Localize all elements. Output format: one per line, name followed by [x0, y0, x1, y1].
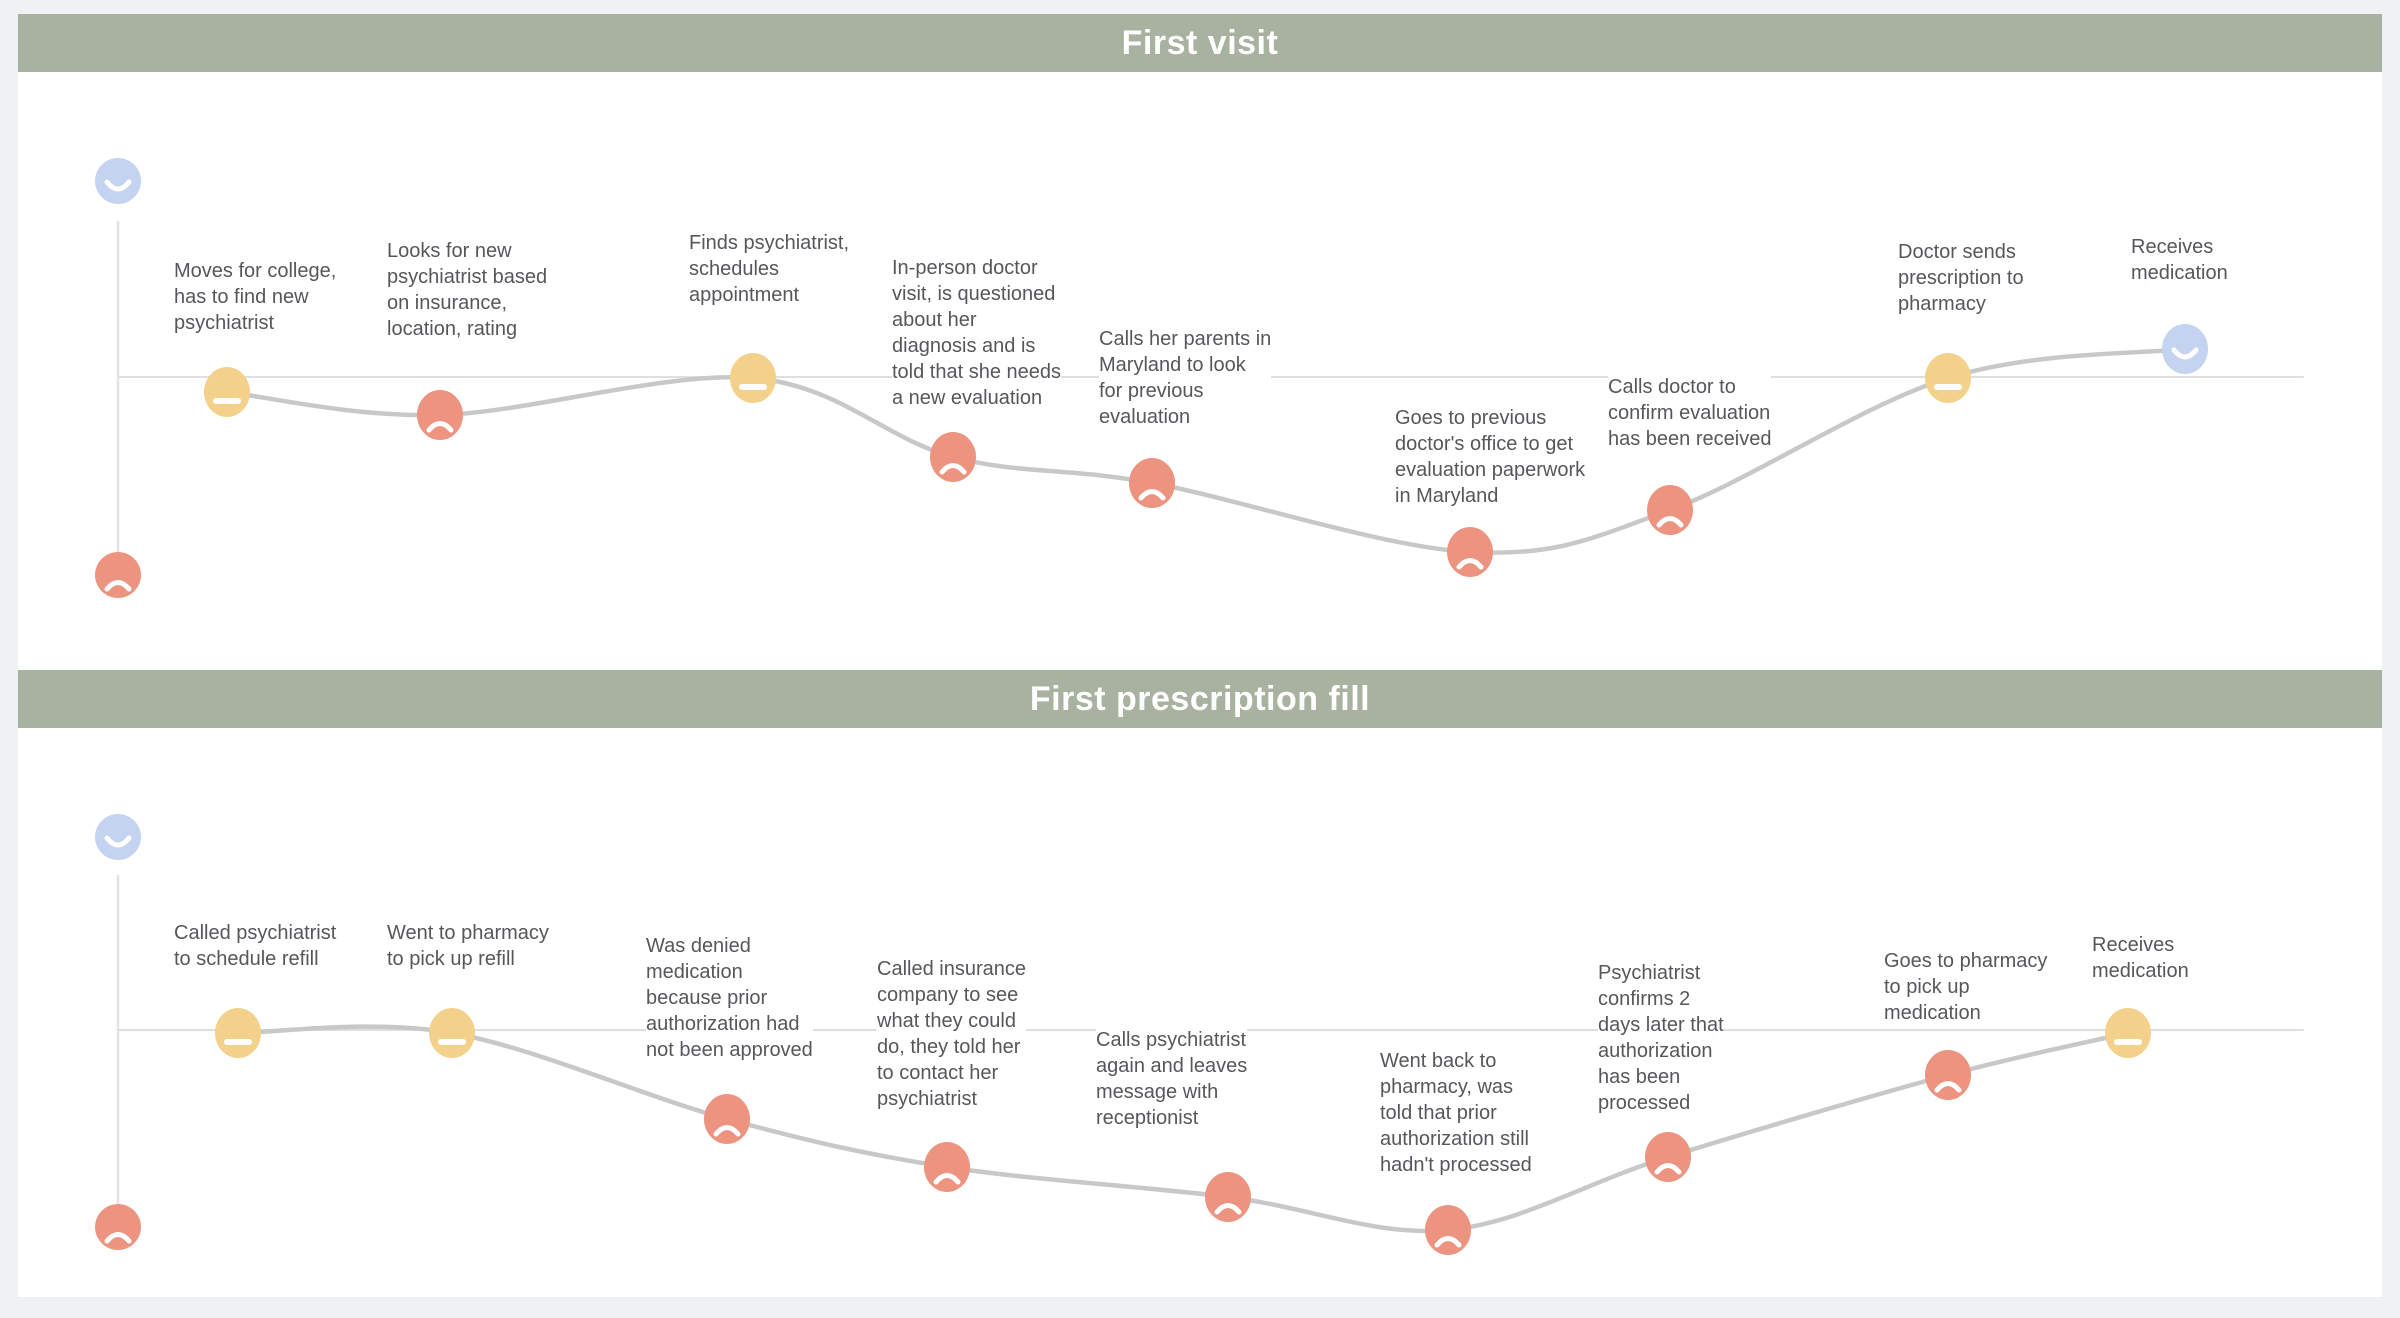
event-label: In-person doctor visit, is questioned ab…: [892, 255, 1062, 411]
point-face-neutral-icon: [215, 1008, 261, 1058]
point-face-sad-icon: [1447, 527, 1493, 577]
point-face-sad-icon: [704, 1094, 750, 1144]
event-label: Was denied medication because prior auth…: [646, 933, 813, 1063]
event-label: Called insurance company to see what the…: [877, 956, 1026, 1112]
event-label: Goes to pharmacy to pick up medication: [1884, 948, 2048, 1026]
event-label: Called psychiatrist to schedule refill: [174, 920, 337, 972]
point-face-sad-icon: [1925, 1050, 1971, 1100]
point-face-happy-icon: [2162, 324, 2208, 374]
section-header-first-prescription-fill: First prescription fill: [18, 670, 2382, 728]
event-label: Calls her parents in Maryland to look fo…: [1099, 326, 1272, 430]
event-label: Finds psychiatrist, schedules appointmen…: [689, 230, 850, 308]
event-label: Went back to pharmacy, was told that pri…: [1380, 1048, 1532, 1178]
event-label: Goes to previous doctor's office to get …: [1395, 405, 1586, 509]
point-face-sad-icon: [1647, 485, 1693, 535]
point-face-neutral-icon: [730, 353, 776, 403]
event-label: Receives medication: [2092, 932, 2189, 984]
point-face-sad-icon: [924, 1142, 970, 1192]
event-label: Looks for new psychiatrist based on insu…: [387, 238, 548, 342]
point-face-sad-icon: [1425, 1205, 1471, 1255]
event-label: Calls psychiatrist again and leaves mess…: [1096, 1027, 1248, 1131]
point-face-sad-icon: [1645, 1132, 1691, 1182]
point-face-neutral-icon: [2105, 1008, 2151, 1058]
point-face-neutral-icon: [204, 367, 250, 417]
event-label: Went to pharmacy to pick up refill: [387, 920, 549, 972]
section-header-first-visit: First visit: [18, 14, 2382, 72]
point-face-sad-icon: [417, 390, 463, 440]
axis-top-face-happy-icon: [95, 158, 141, 204]
point-face-sad-icon: [930, 432, 976, 482]
section-title: First visit: [1121, 23, 1279, 62]
event-label: Doctor sends prescription to pharmacy: [1898, 239, 2024, 317]
point-face-sad-icon: [1205, 1172, 1251, 1222]
axis-bottom-face-sad-icon: [95, 1204, 141, 1250]
point-face-sad-icon: [1129, 458, 1175, 508]
axis-top-face-happy-icon: [95, 814, 141, 860]
event-label: Psychiatrist confirms 2 days later that …: [1598, 960, 1724, 1116]
point-face-neutral-icon: [1925, 353, 1971, 403]
event-label: Receives medication: [2131, 234, 2228, 286]
axis-bottom-face-sad-icon: [95, 552, 141, 598]
section-title: First prescription fill: [1029, 679, 1371, 718]
event-label: Calls doctor to confirm evaluation has b…: [1608, 374, 1772, 452]
point-face-neutral-icon: [429, 1008, 475, 1058]
event-label: Moves for college, has to find new psych…: [174, 258, 337, 336]
